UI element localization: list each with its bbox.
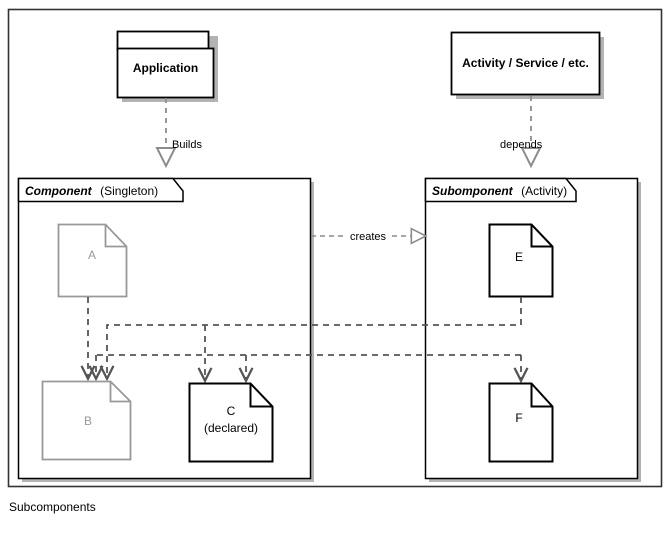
node-f-fold [530, 383, 553, 408]
node-c[interactable]: C (declared) [188, 382, 274, 463]
node-b[interactable]: B [41, 380, 132, 461]
node-android-component[interactable]: Activity / Service / etc. [450, 31, 605, 100]
component-stereotype: (Singleton) [100, 184, 158, 198]
component-title: Component [25, 184, 93, 198]
node-e[interactable]: E [488, 223, 554, 298]
edge-creates[interactable]: creates [311, 228, 426, 244]
node-b-shape [41, 380, 132, 461]
node-f[interactable]: F [488, 382, 554, 463]
application-label: Application [133, 61, 198, 75]
node-a-label: A [88, 248, 96, 262]
node-e-label: E [515, 250, 523, 264]
subcomponent-title-group: Subomponent (Activity) [432, 182, 567, 199]
edge-e-to-b[interactable] [107, 297, 522, 378]
node-e-fold [530, 224, 553, 248]
node-b-label: B [84, 414, 92, 428]
subcomponent-stereotype: (Activity) [521, 184, 567, 198]
component-header-tab [17, 177, 184, 203]
node-a-shape [57, 223, 128, 298]
android-component-label: Activity / Service / etc. [462, 56, 589, 70]
node-b-fold [109, 381, 131, 403]
node-e-shape [488, 223, 554, 298]
node-c-shape [188, 382, 274, 463]
edge-creates-label: creates [350, 231, 387, 243]
node-c-sublabel: (declared) [204, 421, 258, 435]
edge-depends[interactable]: depends [500, 96, 543, 166]
node-application[interactable]: Application [116, 30, 219, 103]
application-package-tab [116, 30, 210, 51]
component-title-group: Component (Singleton) [25, 182, 158, 199]
node-c-label: C [227, 404, 236, 418]
node-a[interactable]: A [57, 223, 128, 298]
subcomponent-header-tab [424, 177, 577, 203]
application-package-body [116, 47, 215, 99]
node-a-fold [104, 224, 127, 248]
subcomponent-title: Subomponent [432, 184, 514, 198]
container-subcomponent[interactable]: Subomponent (Activity) [424, 177, 642, 483]
node-c-fold [249, 383, 273, 408]
node-f-label: F [515, 411, 522, 425]
diagram-caption: Subcomponents [9, 500, 96, 514]
node-f-shape [488, 382, 554, 463]
edge-builds[interactable]: Builds [166, 98, 202, 166]
android-component-body [450, 31, 601, 96]
edge-builds-label: Builds [172, 139, 202, 151]
edge-depends-label: depends [500, 139, 543, 151]
